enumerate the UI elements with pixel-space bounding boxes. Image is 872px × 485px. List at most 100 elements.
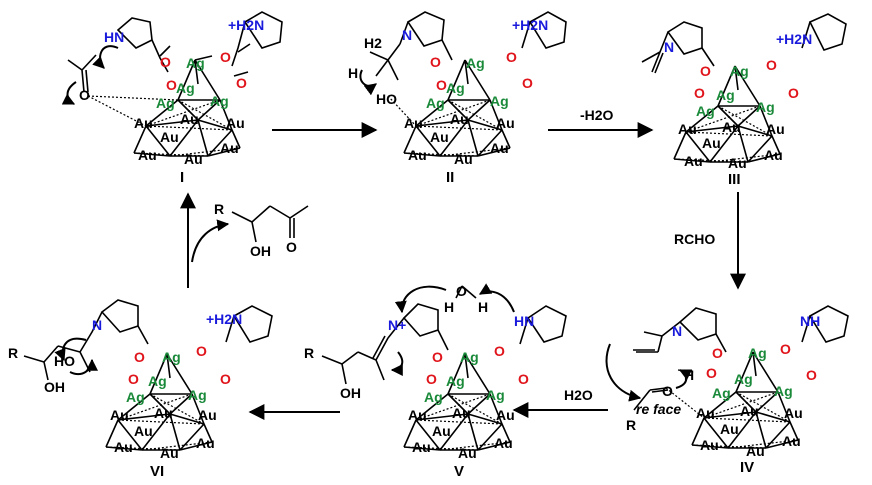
h-label: H bbox=[478, 299, 488, 315]
o-label: O bbox=[426, 371, 437, 387]
au-label: Au bbox=[404, 115, 423, 131]
aldehyde-label: RCHO bbox=[674, 231, 715, 247]
ag-label: Ag bbox=[162, 349, 181, 365]
nh-label: NH bbox=[800, 313, 820, 329]
au-label: Au bbox=[684, 153, 703, 169]
intermediate-IV: N NH H O R re face O O O O Ag Ag Ag Ag A… bbox=[605, 305, 849, 476]
ag-label: Ag bbox=[148, 373, 167, 389]
au-label: Au bbox=[764, 147, 783, 163]
ag-label: Ag bbox=[712, 385, 731, 401]
au-label: Au bbox=[494, 435, 513, 451]
h-label: H bbox=[348, 65, 358, 81]
n-plus-label: N+ bbox=[388, 317, 406, 333]
ag-label: Ag bbox=[126, 389, 145, 405]
water-label: H2O bbox=[564, 387, 593, 403]
o-label: O bbox=[522, 75, 533, 91]
ag-label: Ag bbox=[756, 99, 775, 115]
au-label: Au bbox=[134, 115, 153, 131]
water-o-label: O bbox=[456, 283, 467, 299]
ag-label: Ag bbox=[426, 95, 445, 111]
hn-label: HN bbox=[514, 313, 534, 329]
ag-label: Ag bbox=[446, 373, 465, 389]
intermediate-VI: N +H2N R HO OH O O O O Ag Ag Ag Ag Au Au… bbox=[8, 299, 273, 480]
ag-label: Ag bbox=[210, 93, 229, 109]
hn-label: HN bbox=[104, 29, 124, 45]
ag-label: Ag bbox=[716, 87, 735, 103]
o-label: O bbox=[712, 345, 723, 361]
au-label: Au bbox=[678, 121, 697, 137]
r-label: R bbox=[626, 417, 636, 433]
au-label: Au bbox=[134, 423, 153, 439]
au-label: Au bbox=[450, 111, 469, 127]
ag-label: Ag bbox=[748, 345, 767, 361]
ag-label: Ag bbox=[466, 55, 485, 71]
ag-label: Ag bbox=[186, 55, 205, 71]
o-label: O bbox=[196, 343, 207, 359]
o-label: O bbox=[694, 85, 705, 101]
au-label: Au bbox=[728, 155, 747, 171]
intermediate-V: N+ HN O H H R OH O O O O Ag Ag Ag Ag Au … bbox=[304, 283, 567, 480]
au-label: Au bbox=[114, 439, 133, 455]
au-label: Au bbox=[458, 445, 477, 461]
o-label: O bbox=[706, 365, 717, 381]
ketone-o-label: O bbox=[286, 239, 297, 255]
h2-label: H2 bbox=[364, 35, 382, 51]
au-label: Au bbox=[408, 147, 427, 163]
dehydration-label: -H2O bbox=[580, 107, 614, 123]
o-label: O bbox=[220, 49, 231, 65]
o-label: O bbox=[430, 54, 441, 70]
ag-label: Ag bbox=[734, 371, 753, 387]
intermediate-label: I bbox=[180, 169, 184, 186]
au-label: Au bbox=[184, 151, 203, 167]
au-label: Au bbox=[226, 115, 245, 131]
au-label: Au bbox=[412, 439, 431, 455]
o-label: O bbox=[494, 343, 505, 359]
au-label: Au bbox=[766, 121, 785, 137]
o-label: O bbox=[788, 85, 799, 101]
h2n-plus-label: +H2N bbox=[228, 17, 264, 33]
intermediate-label: III bbox=[728, 171, 741, 188]
au-label: Au bbox=[196, 435, 215, 451]
au-label: Au bbox=[496, 115, 515, 131]
ho-label: HO bbox=[376, 91, 397, 107]
o-label: O bbox=[518, 371, 529, 387]
au-label: Au bbox=[430, 129, 449, 145]
au-label: Au bbox=[746, 443, 765, 459]
au-label: Au bbox=[702, 135, 721, 151]
h2n-plus-label: +H2N bbox=[512, 17, 548, 33]
o-label: O bbox=[236, 75, 247, 91]
o-label: O bbox=[160, 54, 171, 70]
au-label: Au bbox=[700, 437, 719, 453]
au-label: Au bbox=[722, 119, 741, 135]
intermediate-label: IV bbox=[740, 459, 754, 476]
o-label: O bbox=[700, 63, 711, 79]
intermediate-I: HN +H2N O O O O O Ag Ag Ag Ag Au Au Au A… bbox=[61, 11, 283, 186]
o-label: O bbox=[506, 49, 517, 65]
au-label: Au bbox=[160, 129, 179, 145]
au-label: Au bbox=[180, 111, 199, 127]
n-label: N bbox=[92, 317, 102, 333]
r-label: R bbox=[304, 345, 314, 361]
au-label: Au bbox=[454, 151, 473, 167]
au-label: Au bbox=[220, 140, 239, 156]
au-label: Au bbox=[198, 407, 217, 423]
au-label: Au bbox=[408, 407, 427, 423]
o-label: O bbox=[780, 341, 791, 357]
n-label: N bbox=[664, 39, 674, 55]
o-label: O bbox=[128, 371, 139, 387]
o-label: O bbox=[432, 349, 443, 365]
ag-label: Ag bbox=[446, 80, 465, 96]
au-label: Au bbox=[496, 407, 515, 423]
ag-label: Ag bbox=[774, 383, 793, 399]
ag-label: Ag bbox=[424, 389, 443, 405]
ag-label: Ag bbox=[696, 103, 715, 119]
ag-label: Ag bbox=[490, 93, 509, 109]
au-label: Au bbox=[696, 405, 715, 421]
intermediate-III: N +H2N O O O O Ag Ag Ag Ag Au Au Au Au A… bbox=[641, 13, 847, 188]
au-label: Au bbox=[720, 421, 739, 437]
intermediate-label: VI bbox=[150, 463, 164, 480]
product-release-arrow bbox=[191, 219, 230, 263]
ag-label: Ag bbox=[156, 95, 175, 111]
h2n-plus-label: +H2N bbox=[776, 31, 812, 47]
